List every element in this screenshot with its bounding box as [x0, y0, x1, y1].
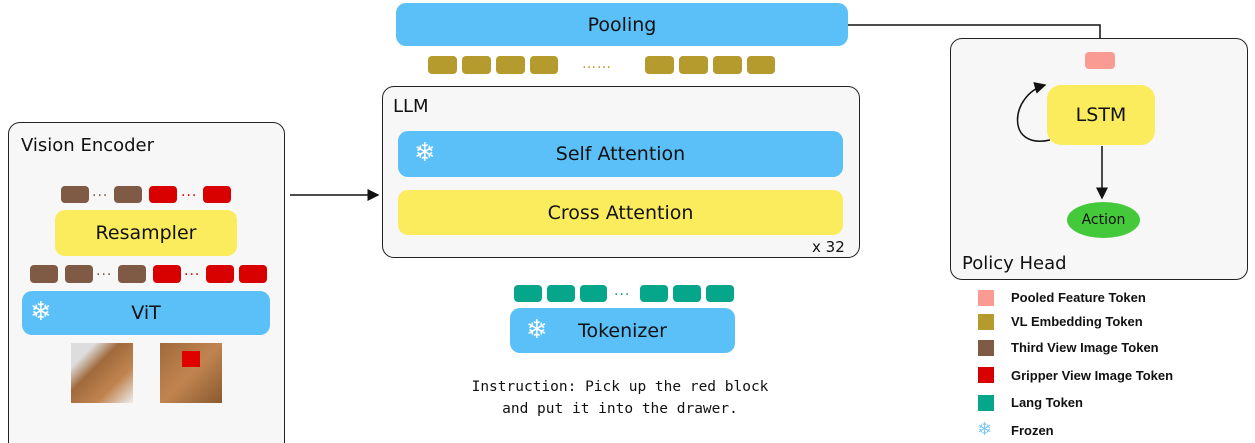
vl-token: [679, 56, 708, 74]
gripper-view-image: [160, 343, 222, 403]
third-view-token: [65, 265, 93, 283]
lang-token: [640, 285, 668, 302]
legend-swatch-gripper: [978, 367, 994, 383]
red-block: [182, 351, 200, 367]
recurrent-arrow: [1016, 82, 1051, 142]
third-view-token: [114, 186, 142, 203]
pooling-block: Pooling: [396, 3, 848, 46]
resampler-label: Resampler: [95, 222, 197, 244]
instruction-line-2: and put it into the drawer.: [502, 401, 738, 417]
pooled-feature-token: [1085, 52, 1115, 69]
legend-label: Lang Token: [1011, 395, 1083, 410]
vl-token: [645, 56, 674, 74]
lstm-label: LSTM: [1075, 104, 1127, 126]
lang-token: [580, 285, 607, 302]
legend-label: Gripper View Image Token: [1011, 368, 1174, 383]
policy-head-title: Policy Head: [962, 253, 1067, 274]
resampler-block: Resampler: [55, 210, 237, 256]
lang-token: [547, 285, 575, 302]
legend-label: Pooled Feature Token: [1011, 290, 1146, 305]
legend-swatch-vl: [978, 314, 994, 330]
tokenizer-block: Tokenizer: [510, 308, 735, 353]
snowflake-icon: ❄: [30, 297, 52, 327]
layer-repeat: x 32: [812, 238, 845, 256]
vl-token: [530, 56, 558, 74]
action-label: Action: [1081, 212, 1126, 228]
vl-token: [462, 56, 491, 74]
legend-label: Third View Image Token: [1011, 340, 1159, 355]
self-attention-block: Self Attention: [398, 131, 843, 177]
llm-title: LLM: [393, 96, 429, 117]
lang-token: [706, 285, 734, 302]
vit-block: ViT: [22, 291, 270, 335]
self-attention-label: Self Attention: [555, 143, 686, 165]
vision-encoder-title: Vision Encoder: [21, 135, 155, 156]
instruction-line-1: Instruction: Pick up the red block: [471, 379, 769, 395]
gripper-view-token: [239, 265, 267, 283]
gripper-view-token: [149, 186, 177, 203]
third-view-token: [30, 265, 58, 283]
action-node: Action: [1067, 202, 1140, 238]
pooling-label: Pooling: [587, 13, 657, 36]
snowflake-icon: ❄: [414, 138, 436, 168]
legend-label: Frozen: [1011, 423, 1054, 438]
lstm-block: LSTM: [1047, 85, 1155, 145]
vl-token: [713, 56, 742, 74]
legend-swatch-pooled: [978, 290, 994, 306]
snowflake-icon: ❄: [977, 419, 993, 440]
vl-token: [747, 56, 775, 74]
cross-attention-block: Cross Attention: [398, 190, 843, 235]
ellipsis: ……: [582, 56, 612, 72]
third-view-image: [71, 343, 133, 403]
tokenizer-label: Tokenizer: [578, 319, 667, 342]
cross-attention-label: Cross Attention: [547, 201, 694, 224]
gripper-view-token: [203, 186, 231, 203]
policy-head-box: [950, 38, 1248, 280]
vl-token: [428, 56, 457, 74]
third-view-token: [61, 186, 89, 203]
vl-token: [496, 56, 525, 74]
lang-token: [514, 285, 542, 302]
legend-swatch-third-view: [978, 340, 994, 356]
third-view-token: [118, 265, 146, 283]
legend-label: VL Embedding Token: [1011, 314, 1143, 329]
lang-token: [673, 285, 701, 302]
lstm-arrows: [1016, 82, 1108, 200]
vit-label: ViT: [131, 302, 161, 324]
legend-swatch-lang: [978, 395, 994, 411]
gripper-view-token: [153, 265, 181, 283]
gripper-view-token: [206, 265, 234, 283]
snowflake-icon: ❄: [526, 315, 548, 345]
